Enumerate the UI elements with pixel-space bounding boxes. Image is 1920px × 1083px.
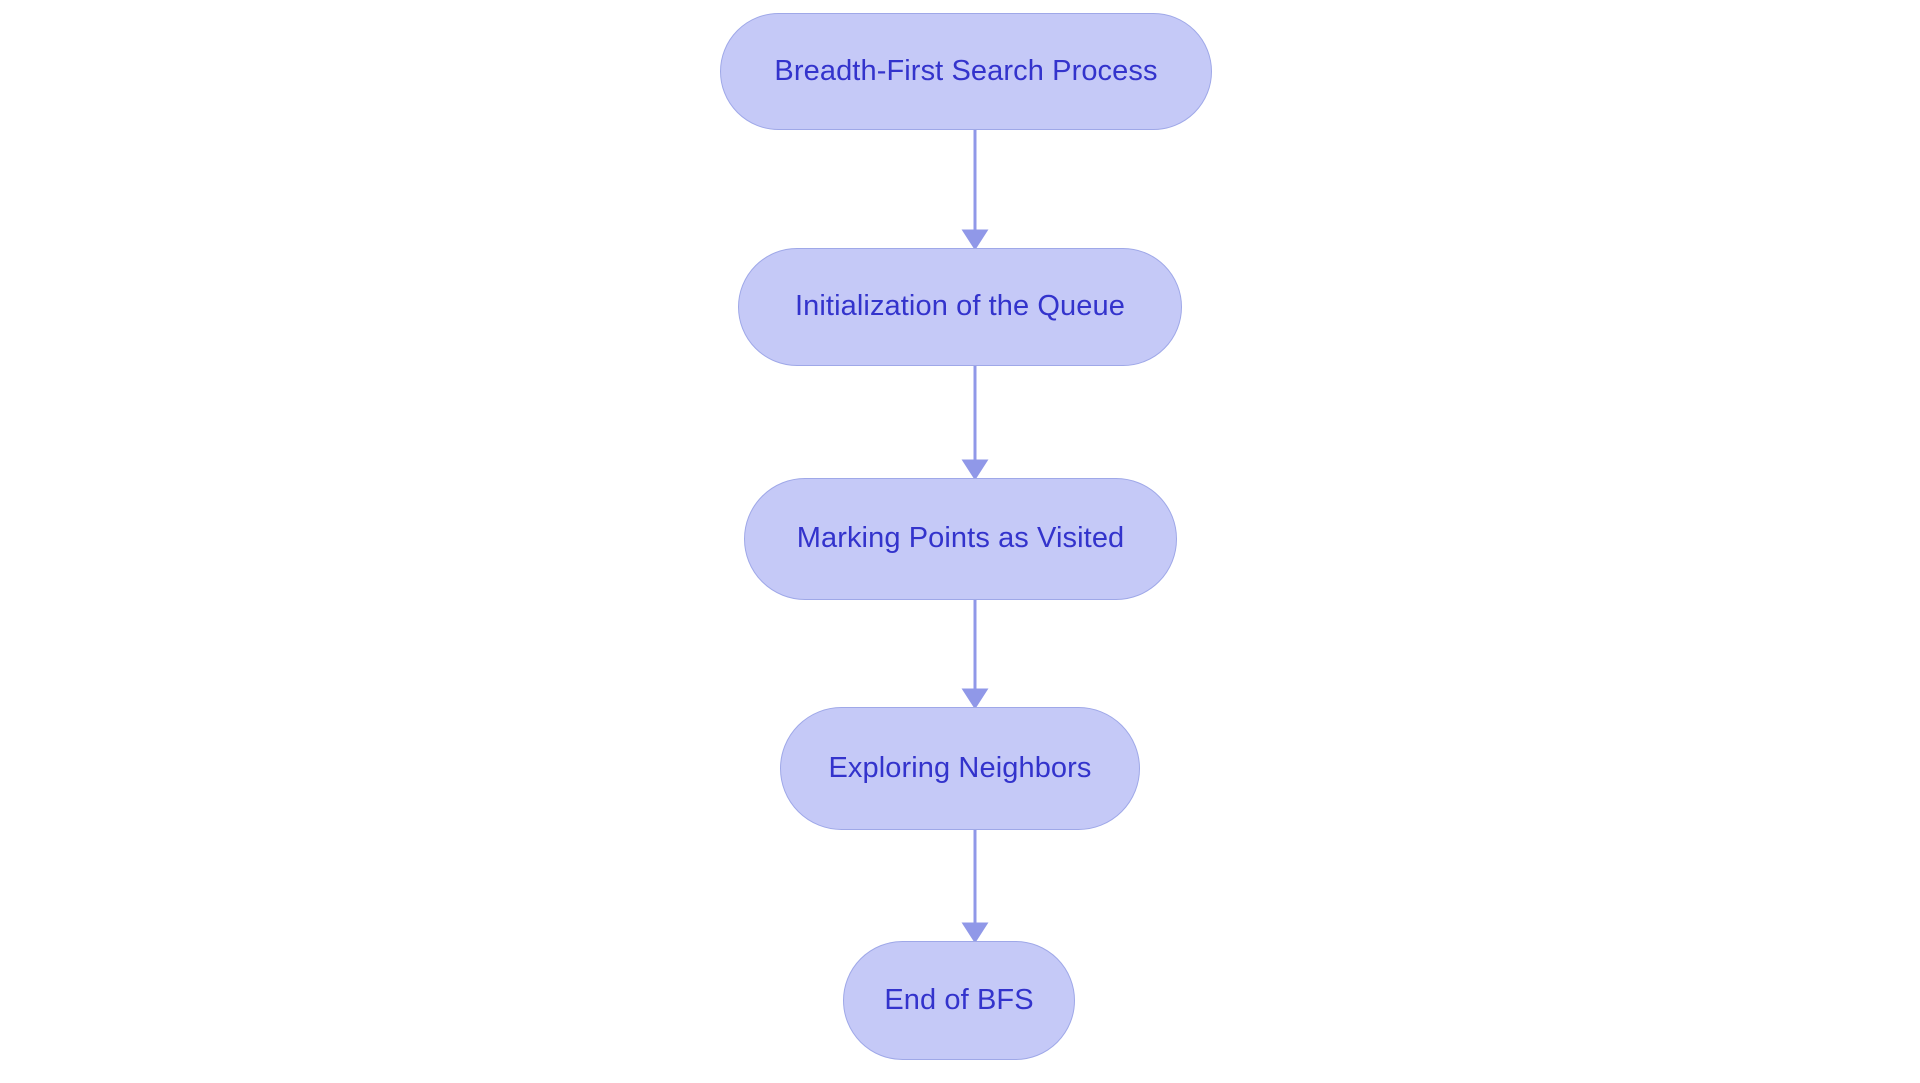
flowchart-node-marking[interactable]: Marking Points as Visited [744, 478, 1177, 600]
flowchart-node-init-queue[interactable]: Initialization of the Queue [738, 248, 1182, 366]
flowchart-node-exploring[interactable]: Exploring Neighbors [780, 707, 1140, 830]
node-label-start: Breadth-First Search Process [774, 54, 1158, 87]
node-label-init-queue: Initialization of the Queue [795, 290, 1125, 323]
node-label-end: End of BFS [884, 983, 1034, 1016]
flowchart-node-start[interactable]: Breadth-First Search Process [720, 13, 1212, 130]
node-label-marking: Marking Points as Visited [796, 522, 1125, 555]
node-label-exploring: Exploring Neighbors [828, 751, 1092, 784]
flowchart-node-end[interactable]: End of BFS [843, 941, 1075, 1060]
